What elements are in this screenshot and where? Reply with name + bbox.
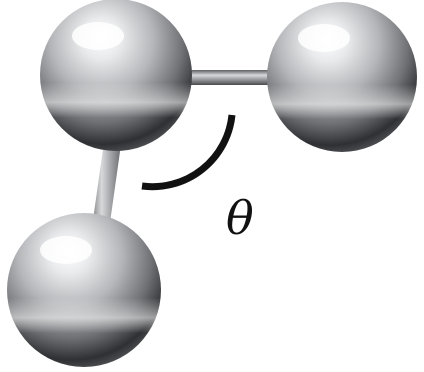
angle-label: θ — [226, 191, 254, 245]
top-left-atom — [40, 0, 192, 151]
bottom-atom — [7, 213, 161, 367]
horizontal-bond — [185, 70, 280, 85]
top-right-atom — [267, 2, 417, 152]
